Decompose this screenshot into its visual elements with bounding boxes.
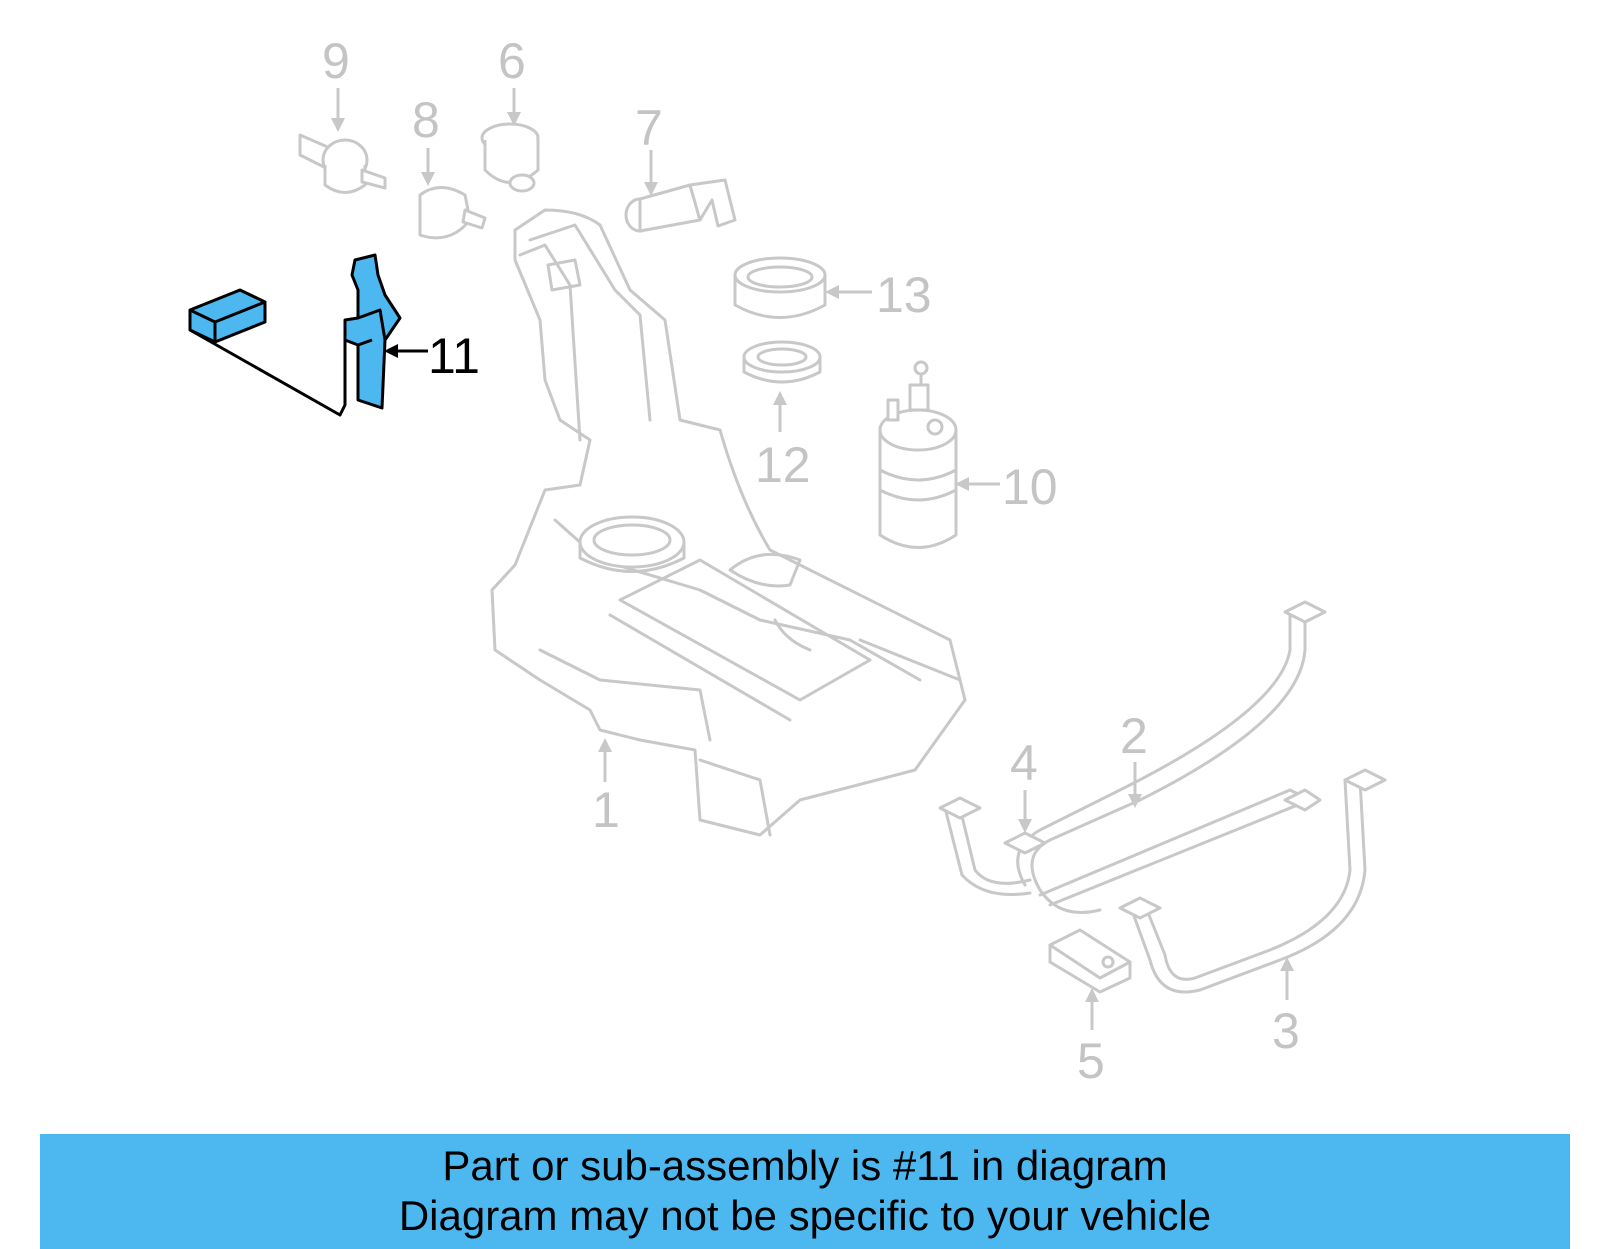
callout-8: 8 [412, 92, 440, 148]
part-3-strap [1118, 768, 1387, 994]
part-5-bracket [1048, 928, 1132, 994]
callout-12: 12 [755, 437, 811, 493]
callout-13: 13 [876, 267, 932, 323]
part-2-strap [1016, 600, 1327, 914]
callout-7: 7 [635, 100, 663, 156]
part-4-strap [938, 788, 1322, 907]
callout-9: 9 [322, 33, 350, 89]
part-11-fuel-sender [188, 253, 402, 417]
part-8-clamp [418, 186, 487, 240]
part-10-fuel-pump [878, 360, 958, 549]
callout-11: 11 [428, 328, 480, 384]
banner-line-disclaimer: Diagram may not be specific to your vehi… [398, 1192, 1212, 1239]
callout-6: 6 [498, 33, 526, 89]
callout-arrows [331, 88, 1294, 1030]
callout-3: 3 [1272, 1003, 1300, 1059]
part-9-valve [298, 133, 387, 194]
callout-1: 1 [592, 782, 620, 838]
part-1-fuel-tank [490, 208, 967, 837]
callout-4: 4 [1010, 735, 1038, 791]
callout-2: 2 [1120, 708, 1148, 764]
info-banner: Part or sub-assembly is #11 in diagram D… [40, 1134, 1570, 1249]
part-13-ring [733, 256, 827, 319]
part-6-cap [480, 122, 540, 193]
part-12-seal [742, 340, 822, 384]
part-7-fitting [624, 178, 737, 233]
banner-line-part-number: Part or sub-assembly is #11 in diagram [442, 1142, 1168, 1189]
callout-5: 5 [1077, 1033, 1105, 1089]
callout-10: 10 [1002, 459, 1058, 515]
